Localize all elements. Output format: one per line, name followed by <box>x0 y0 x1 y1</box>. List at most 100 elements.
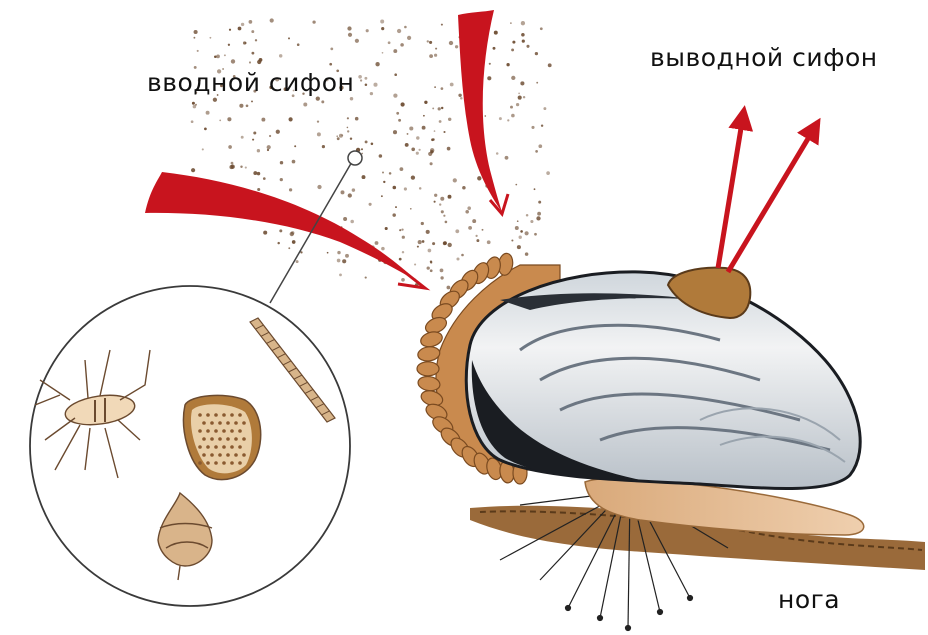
plankton-dot <box>438 107 441 110</box>
plankton-dot <box>288 247 290 249</box>
plankton-dot <box>521 21 525 25</box>
plankton-dot <box>358 75 362 79</box>
plankton-dot <box>394 73 397 76</box>
fringe-tentacle <box>417 362 439 376</box>
plankton-dot <box>243 41 246 44</box>
diatom-pore <box>234 437 238 441</box>
plankton-dot <box>197 50 199 52</box>
plankton-dot <box>440 276 443 279</box>
plankton-dot <box>536 82 538 84</box>
plankton-dot <box>487 76 491 80</box>
plankton-dot <box>336 135 338 137</box>
plankton-dot <box>321 100 324 103</box>
plankton-dot <box>455 45 458 48</box>
plankton-dot <box>422 126 426 130</box>
plankton-dot <box>537 212 541 216</box>
plankton-dot <box>347 26 351 30</box>
plankton-dot <box>430 261 432 263</box>
plankton-dot <box>423 115 425 117</box>
plankton-dot <box>263 177 266 180</box>
plankton-dot <box>453 178 457 182</box>
plankton-dot <box>519 236 522 239</box>
plankton-dot <box>414 263 416 265</box>
plankton-dot <box>291 231 295 235</box>
plankton-dot <box>381 195 383 197</box>
plankton-dot <box>538 201 541 204</box>
plankton-dot <box>348 193 352 197</box>
plankton-dot <box>402 236 405 239</box>
plankton-dot <box>289 188 292 191</box>
plankton-dot <box>255 39 257 41</box>
diatom-pore <box>242 453 246 457</box>
plankton-dot <box>204 128 207 131</box>
outflow-arrow-1 <box>718 110 744 268</box>
plankton-dot <box>517 220 519 222</box>
plankton-dot <box>487 240 491 244</box>
plankton-dot <box>371 143 374 146</box>
diatom-pore <box>218 437 222 441</box>
plankton-dot <box>350 220 354 224</box>
diatom-pore <box>214 461 218 465</box>
plankton-dot <box>277 242 279 244</box>
plankton-dot <box>279 54 282 57</box>
plankton-dot <box>339 274 342 277</box>
plankton-dot <box>484 115 486 117</box>
plankton-dot <box>297 43 300 46</box>
plankton-dot <box>227 117 231 121</box>
diatom-pore <box>198 445 202 449</box>
plankton-dot <box>511 48 514 51</box>
plankton-dot <box>316 96 320 100</box>
plankton-dot <box>407 36 411 40</box>
diatom-pore <box>198 461 202 465</box>
plankton-dot <box>430 162 433 165</box>
plankton-dot <box>240 165 242 167</box>
plankton-dot <box>511 239 513 241</box>
plankton-dot <box>241 23 244 26</box>
plankton-dot <box>192 102 195 105</box>
diatom-pore <box>210 421 214 425</box>
plankton-dot <box>518 96 522 100</box>
plankton-dot <box>191 168 195 172</box>
plankton-dot <box>342 259 346 263</box>
plankton-dot <box>445 221 448 224</box>
plankton-dot <box>257 60 261 64</box>
plankton-dot <box>426 230 430 234</box>
plankton-dot <box>380 20 384 24</box>
inflow-arrow-top <box>458 10 502 212</box>
plankton-dot <box>441 107 443 109</box>
plankton-dot <box>507 119 509 121</box>
plankton-dot <box>300 251 302 253</box>
plankton-dot <box>253 171 257 175</box>
plankton-dot <box>515 184 517 186</box>
plankton-dot <box>522 40 525 43</box>
plankton-dot <box>434 201 436 203</box>
plankton-dot <box>312 20 315 23</box>
outflow-arrow-2 <box>728 122 818 272</box>
diatom-pore <box>238 461 242 465</box>
plankton-dot <box>400 43 404 47</box>
plankton-dot <box>362 175 366 179</box>
plankton-dot <box>193 37 195 39</box>
plankton-dot <box>430 148 434 152</box>
plankton-dot <box>531 126 534 129</box>
plankton-dot <box>517 245 521 249</box>
plankton-dot <box>206 111 210 115</box>
plankton-dot <box>401 228 403 230</box>
plankton-dot <box>361 148 363 150</box>
plankton-dot <box>456 257 459 260</box>
diatom-pore <box>230 445 234 449</box>
diatom-pore <box>234 453 238 457</box>
diatom-pore <box>242 421 246 425</box>
plankton-dot <box>520 81 524 85</box>
plankton-dot <box>434 54 437 57</box>
plankton-dot <box>428 249 432 253</box>
plankton-dot <box>493 47 496 50</box>
plankton-dot <box>261 118 265 122</box>
plankton-dot <box>229 29 231 31</box>
plankton-dot <box>216 54 220 58</box>
plankton-dot <box>251 30 254 33</box>
plankton-dot <box>228 145 232 149</box>
plankton-dot <box>435 48 437 50</box>
plankton-dot <box>411 147 415 151</box>
inhalant-siphon-label: вводной сифон <box>147 68 354 97</box>
